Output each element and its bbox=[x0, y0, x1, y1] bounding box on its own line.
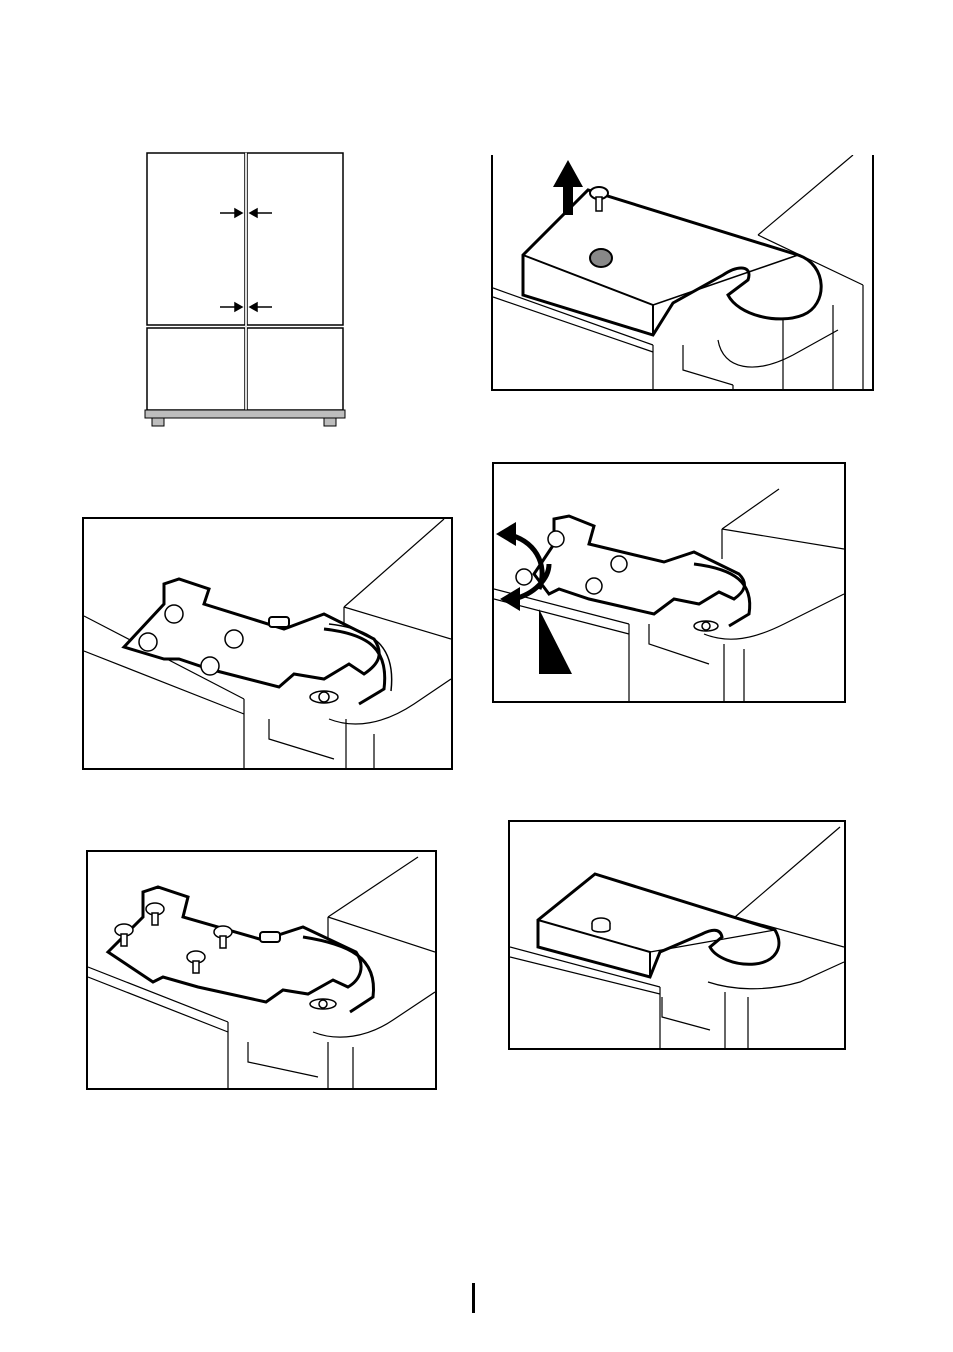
wing-nut-icon bbox=[310, 691, 338, 703]
hinge-adjust-drawing bbox=[494, 464, 844, 701]
hinge-bracket-screws-panel bbox=[86, 850, 437, 1090]
page-marker bbox=[472, 1283, 475, 1313]
fridge-front-drawing bbox=[136, 150, 356, 435]
hinge-cover-refit-panel bbox=[508, 820, 846, 1050]
cover-screw-icon bbox=[590, 249, 612, 267]
wing-nut-icon bbox=[694, 621, 718, 631]
wrench-icon bbox=[539, 609, 572, 674]
hinge-bracket-installed-panel bbox=[82, 517, 453, 770]
hinge-cover-remove-drawing bbox=[493, 155, 874, 391]
hinge-cover-refit-drawing bbox=[510, 822, 844, 1048]
hinge-bracket-installed-drawing bbox=[84, 519, 451, 768]
hinge-cover-remove-panel bbox=[491, 155, 874, 391]
wing-nut-icon bbox=[310, 999, 336, 1009]
fridge-front-figure bbox=[136, 150, 356, 435]
hinge-bracket-screws-drawing bbox=[88, 852, 435, 1088]
cover-cap-icon bbox=[592, 918, 610, 932]
hinge-adjust-panel bbox=[492, 462, 846, 703]
